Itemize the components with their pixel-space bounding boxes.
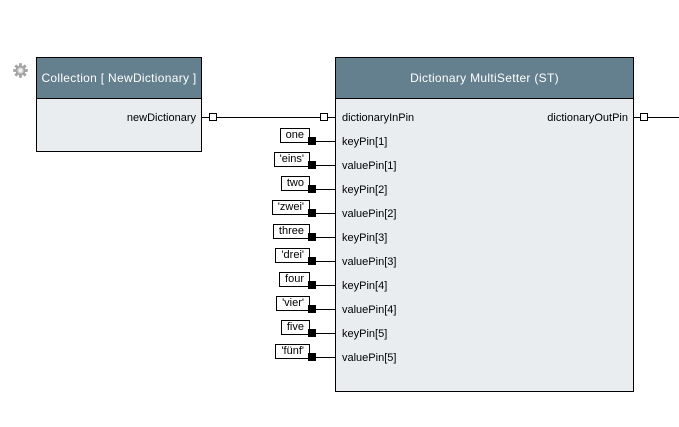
literal-valuepin5[interactable]: 'fünf' [275,344,310,359]
literal-port-valuepin4[interactable] [308,305,316,313]
literal-port-valuepin3[interactable] [308,257,316,265]
literal-keypin1[interactable]: one [279,128,310,143]
literal-keypin4[interactable]: four [279,272,310,287]
node-multisetter-header[interactable]: Dictionary MultiSetter (ST) [336,58,633,99]
pin-valuepin2: valuePin[2] [342,208,397,220]
literal-valuepin3[interactable]: 'drei' [275,248,310,263]
literal-port-valuepin1[interactable] [308,161,316,169]
literal-wire-keypin3 [316,237,335,238]
node-collection[interactable]: Collection [ NewDictionary ] newDictiona… [36,57,202,152]
wire-dictionaryoutpin[interactable] [634,117,679,118]
port-dictionaryinpin[interactable] [320,113,328,121]
literal-port-keypin5[interactable] [308,329,316,337]
literal-keypin5[interactable]: five [280,320,310,335]
literal-wire-valuepin2 [316,213,335,214]
literal-port-valuepin5[interactable] [308,353,316,361]
literal-port-valuepin2[interactable] [308,209,316,217]
gear-icon[interactable] [13,63,28,78]
literal-port-keypin3[interactable] [308,233,316,241]
literal-wire-valuepin3 [316,261,335,262]
literal-port-keypin1[interactable] [308,137,316,145]
literal-port-keypin4[interactable] [308,281,316,289]
literal-wire-valuepin1 [316,165,335,166]
literal-keypin3[interactable]: three [272,224,310,239]
pin-keypin4: keyPin[4] [342,280,388,292]
node-multisetter[interactable]: Dictionary MultiSetter (ST) dictionaryOu… [335,57,634,392]
pin-keypin2: keyPin[2] [342,184,388,196]
pin-valuepin3: valuePin[3] [342,256,397,268]
wire-newdictionary-to-dictionaryinpin[interactable] [202,117,335,118]
literal-wire-valuepin4 [316,309,335,310]
pin-valuepin1: valuePin[1] [342,160,397,172]
literal-wire-keypin1 [316,141,335,142]
literal-wire-keypin2 [316,189,335,190]
pin-keypin5: keyPin[5] [342,328,388,340]
pin-newdictionary: newDictionary [126,112,196,124]
literal-keypin2[interactable]: two [280,176,310,191]
pin-keypin3: keyPin[3] [342,232,388,244]
pin-dictionaryinpin: dictionaryInPin [342,112,415,124]
literal-wire-keypin4 [316,285,335,286]
literal-wire-valuepin5 [316,357,335,358]
literal-valuepin1[interactable]: 'eins' [273,152,310,167]
literal-wire-keypin5 [316,333,335,334]
literal-valuepin4[interactable]: 'vier' [276,296,310,311]
port-newdictionary[interactable] [209,113,217,121]
pin-valuepin4: valuePin[4] [342,304,397,316]
port-dictionaryoutpin[interactable] [640,113,648,121]
pin-dictionaryoutpin: dictionaryOutPin [547,112,628,124]
node-collection-header[interactable]: Collection [ NewDictionary ] [37,58,201,99]
pin-valuepin5: valuePin[5] [342,352,397,364]
literal-port-keypin2[interactable] [308,185,316,193]
literal-valuepin2[interactable]: 'zwei' [271,200,310,215]
pin-keypin1: keyPin[1] [342,136,388,148]
